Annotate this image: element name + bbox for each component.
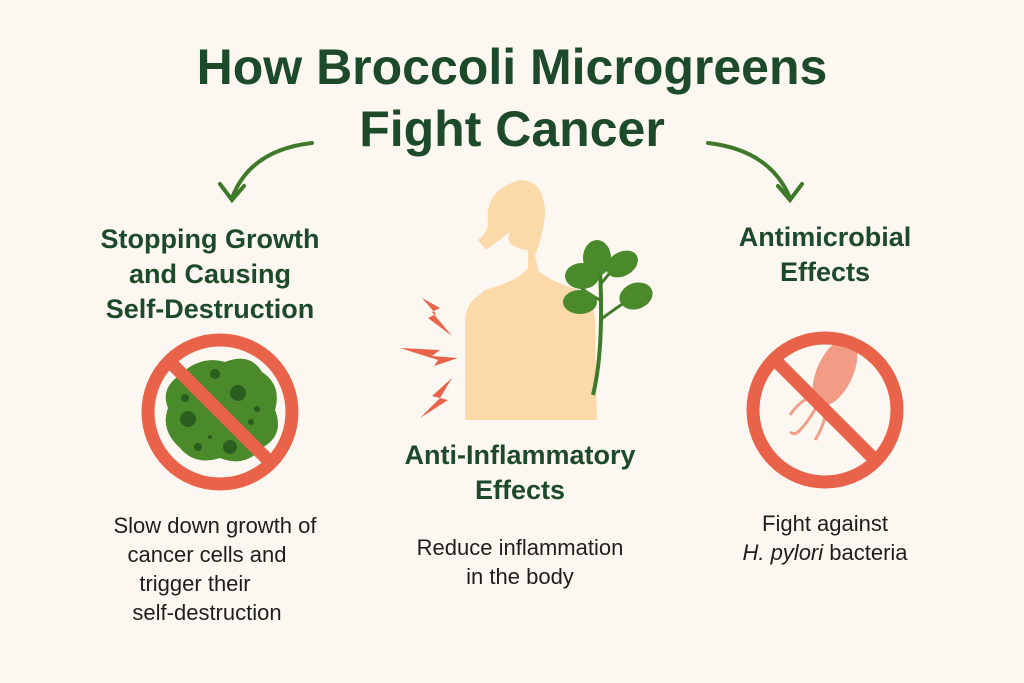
species-name: H. pylori — [742, 540, 824, 565]
section-body-antimicrobial: Fight against H. pylori bacteria — [690, 509, 960, 567]
body-line: Slow down growth of — [113, 513, 317, 538]
body-line: Reduce inflammation — [416, 535, 624, 560]
body-line: trigger their — [139, 571, 251, 596]
body-line: self-destruction — [132, 600, 282, 625]
microgreen-sprig-icon — [563, 240, 653, 396]
title-line-2: Fight Cancer — [359, 101, 665, 157]
body-with-microgreen-icon — [400, 180, 653, 420]
body-line: Fight against — [762, 511, 888, 536]
body-word: bacteria — [829, 540, 908, 565]
arrow-right-icon — [706, 141, 804, 204]
no-bacteria-icon — [746, 331, 904, 489]
page-title: How Broccoli Microgreens Fight Cancer — [0, 36, 1024, 160]
body-line: in the body — [466, 564, 574, 589]
lightning-icon — [400, 298, 458, 418]
heading-line: Self-Destruction — [105, 294, 315, 324]
heading-line: Anti-Inflammatory — [404, 440, 636, 470]
section-body-inflammation: Reduce inflammation in the body — [370, 533, 670, 591]
title-line-1: How Broccoli Microgreens — [196, 39, 828, 95]
heading-line: Effects — [779, 257, 871, 287]
body-line: cancer cells and — [127, 542, 287, 567]
heading-line: Stopping Growth — [100, 224, 320, 254]
no-cancer-cell-icon — [141, 333, 299, 491]
section-heading-antimicrobial: Antimicrobial Effects — [680, 220, 970, 290]
arrow-left-icon — [218, 141, 314, 204]
section-heading-growth: Stopping Growth and Causing Self-Destruc… — [60, 222, 360, 327]
section-heading-inflammation: Anti-Inflammatory Effects — [370, 438, 670, 508]
body-line: H. pylori bacteria — [690, 538, 960, 567]
heading-line: and Causing — [128, 259, 291, 289]
section-body-growth: Slow down growth of cancer cells and tri… — [70, 511, 360, 627]
heading-line: Antimicrobial — [738, 222, 912, 252]
heading-line: Effects — [474, 475, 566, 505]
